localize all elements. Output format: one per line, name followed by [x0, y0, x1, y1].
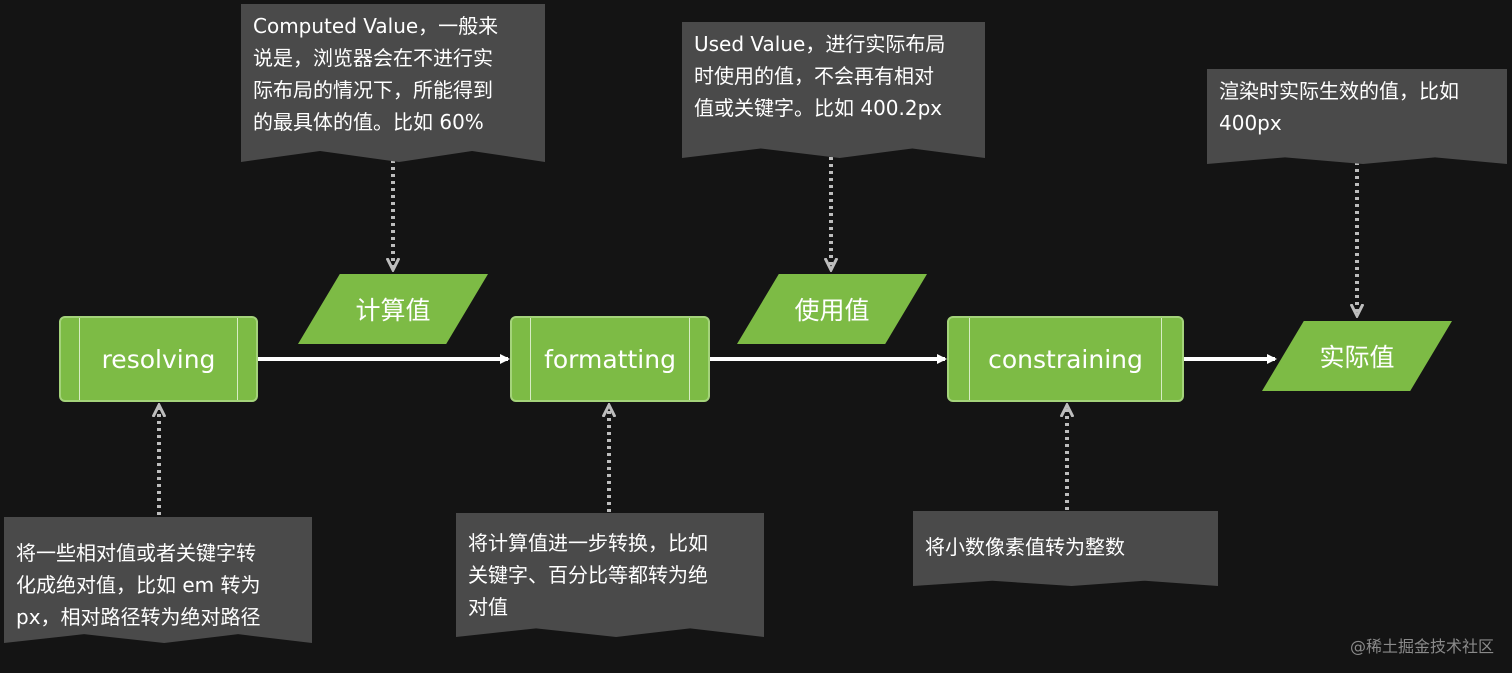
process-left-bar [79, 318, 80, 400]
computed-value-note: Computed Value，一般来 说是，浏览器会在不进行实 际布局的情况下，… [241, 4, 545, 162]
watermark: @稀土掘金技术社区 [1349, 637, 1494, 656]
actual-value-note: 渲染时实际生效的值，比如 400px [1207, 69, 1507, 164]
constraining-process: constraining [947, 316, 1184, 402]
formatting-process: formatting [510, 316, 710, 402]
resolving-label: resolving [101, 344, 216, 374]
constraining-note: 将小数像素值转为整数 [913, 511, 1218, 586]
used-value-note: Used Value，进行实际布局 时使用的值，不会再有相对 值或关键字。比如 … [682, 22, 985, 158]
process-right-bar [689, 318, 690, 400]
process-right-bar [1161, 318, 1162, 400]
process-left-bar [969, 318, 970, 400]
constraining-label: constraining [988, 344, 1143, 374]
formatting-label: formatting [544, 344, 676, 374]
resolving-process: resolving [59, 316, 258, 402]
process-left-bar [530, 318, 531, 400]
formatting-note: 将计算值进一步转换，比如 关键字、百分比等都转为绝 对值 [456, 513, 764, 637]
resolving-note: 将一些相对值或者关键字转 化成绝对值，比如 em 转为 px，相对路径转为绝对路… [4, 517, 312, 643]
process-right-bar [237, 318, 238, 400]
